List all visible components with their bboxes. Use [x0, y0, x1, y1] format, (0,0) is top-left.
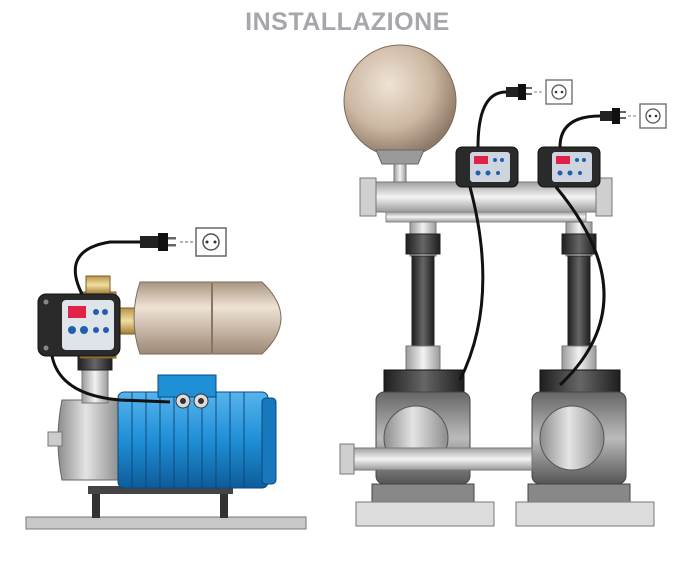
electric-motor [117, 374, 277, 489]
page-title: INSTALLAZIONE [245, 8, 450, 36]
twin-booster-set [339, 44, 667, 527]
suction-manifold [339, 447, 533, 471]
pump-controller-1 [455, 146, 519, 188]
base-plate-1 [355, 501, 495, 527]
pump-body [57, 399, 121, 481]
pressure-vessel [343, 44, 457, 183]
wall-socket-icon [195, 227, 227, 257]
plug-icon [506, 84, 532, 100]
plug-icon [600, 108, 626, 124]
wall-socket-icon [545, 79, 573, 105]
terminal-box [157, 374, 217, 398]
pump-2 [527, 221, 631, 503]
single-pump-unit [25, 227, 307, 530]
pump-controller [37, 293, 121, 357]
frame [88, 486, 233, 494]
base-plate-2 [515, 501, 655, 527]
wall-socket-icon [639, 103, 667, 129]
pump-controller-2 [537, 146, 601, 188]
base-plate [25, 516, 307, 530]
plug-icon [140, 233, 176, 251]
expansion-tank [133, 281, 282, 355]
